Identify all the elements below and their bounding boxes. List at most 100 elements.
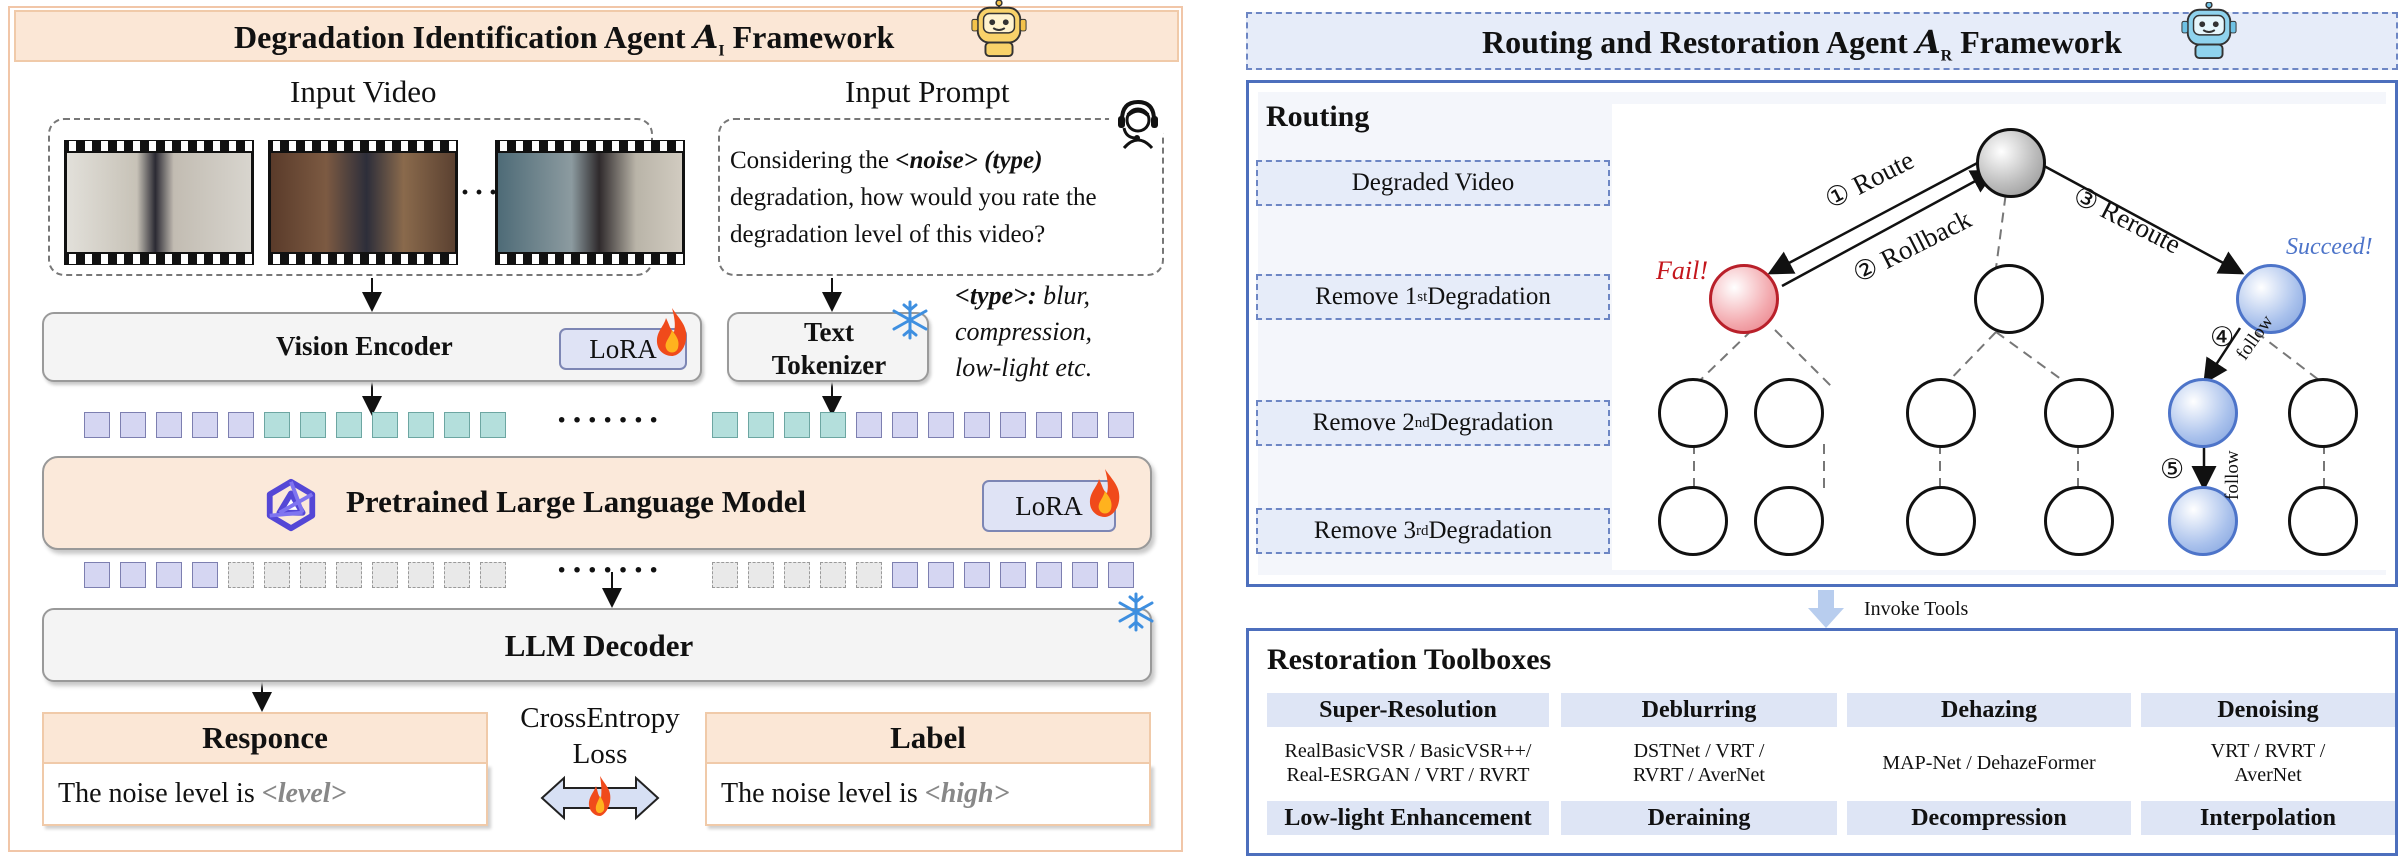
token-square <box>120 412 146 438</box>
prompt-text: Considering the <noise> (type) degradati… <box>730 142 1160 253</box>
category-name: Deblurring <box>1641 696 1757 723</box>
token-square <box>444 562 470 588</box>
token-square <box>156 412 182 438</box>
invoke-tools-label: Invoke Tools <box>1864 598 1969 620</box>
robot-icon <box>2181 2 2237 60</box>
snowflake-icon <box>892 300 928 340</box>
token-square <box>408 562 434 588</box>
input-video-box: ··· <box>48 118 685 276</box>
label-value: <high> <box>924 778 1010 809</box>
category-name: Low-light Enhancement <box>1284 804 1532 831</box>
stage-ordinal: rd <box>1416 522 1429 539</box>
token-square <box>964 412 990 438</box>
token-square <box>228 412 254 438</box>
token-square <box>1036 412 1062 438</box>
token-square <box>1108 562 1134 588</box>
succeed-label: Succeed! <box>2286 234 2373 260</box>
response-body: The noise level is <level> <box>42 764 488 826</box>
category-name: Deraining <box>1647 804 1751 831</box>
llm-decoder-label: LLM Decoder <box>504 628 694 663</box>
category-name: Dehazing <box>1941 696 2037 723</box>
token-ellipsis-1: ······· <box>556 402 664 439</box>
fail-label: Fail! <box>1656 256 1708 285</box>
snowflake-icon <box>1118 592 1154 632</box>
category-deraining: Deraining <box>1561 801 1837 835</box>
tools-deblurring: DSTNet / VRT /RVRT / AverNet <box>1561 739 1837 787</box>
token-square <box>856 562 882 588</box>
token-square <box>84 412 110 438</box>
token-square <box>300 412 326 438</box>
token-square <box>820 412 846 438</box>
input-prompt-box: Considering the <noise> (type) degradati… <box>718 118 1164 276</box>
stage-ordinal: st <box>1417 288 1428 305</box>
category-name: Decompression <box>1911 804 2067 831</box>
category-deblurring: Deblurring <box>1561 693 1837 727</box>
title-text-post: Framework <box>1952 24 2122 60</box>
token-square <box>156 562 182 588</box>
edge-label-follow-5-num: ⑤ <box>2160 454 2185 484</box>
tools-super-resolution: RealBasicVSR / BasicVSR++/Real-ESRGAN / … <box>1267 739 1549 787</box>
token-square <box>1072 412 1098 438</box>
tree-node <box>2044 378 2114 448</box>
label-title: Label <box>890 720 966 755</box>
tree-node-failed <box>1709 264 1779 334</box>
response-value: <level> <box>261 778 347 809</box>
tree-node <box>1906 378 1976 448</box>
tree-node <box>1754 486 1824 556</box>
token-square <box>964 562 990 588</box>
stage-degraded-video: Degraded Video <box>1256 160 1610 206</box>
loss-line-2: Loss <box>572 738 628 770</box>
llm-box: Pretrained Large Language Model LoRA <box>42 456 1152 550</box>
agent-subscript: I <box>718 42 725 60</box>
llm-decoder-box: LLM Decoder <box>42 608 1152 682</box>
title-text: Degradation Identification Agent <box>234 19 694 55</box>
agent-symbol: A <box>1915 23 1941 61</box>
tools-line: VRT / RVRT / <box>2210 740 2326 762</box>
tokenizer-line-2: Tokenizer <box>771 350 887 380</box>
tree-node <box>1658 378 1728 448</box>
identification-title: Degradation Identification Agent AI Fram… <box>234 18 894 60</box>
headset-user-icon <box>1109 91 1167 150</box>
token-square <box>372 412 398 438</box>
stage-ordinal: nd <box>1414 414 1430 431</box>
tree-node <box>2288 378 2358 448</box>
vision-encoder-label: Vision Encoder <box>276 331 453 361</box>
token-row-output <box>0 562 1200 592</box>
input-prompt-label: Input Prompt <box>845 74 1010 109</box>
stage-suffix: Degradation <box>1429 409 1554 436</box>
qwen-logo-icon <box>266 478 316 532</box>
token-square <box>748 412 774 438</box>
toolboxes-label: Restoration Toolboxes <box>1267 643 1552 676</box>
tools-denoising: VRT / RVRT /AverNet <box>2141 739 2395 787</box>
token-square <box>336 412 362 438</box>
token-square <box>480 412 506 438</box>
title-text: Routing and Restoration Agent <box>1482 24 1916 60</box>
token-square <box>372 562 398 588</box>
token-square <box>336 562 362 588</box>
token-ellipsis-2: ······· <box>556 552 664 589</box>
stage-label: Remove 3 <box>1313 517 1416 544</box>
routing-label: Routing <box>1266 100 1370 133</box>
video-frame-1 <box>64 140 254 265</box>
token-square <box>120 562 146 588</box>
category-name: Interpolation <box>2199 804 2336 831</box>
tools-line: RVRT / AverNet <box>1632 764 1765 786</box>
tools-line: Real-ESRGAN / VRT / RVRT <box>1286 764 1530 786</box>
robot-icon <box>971 0 1027 58</box>
tree-node <box>1974 264 2044 334</box>
prompt-part-2: degradation, how would you rate the degr… <box>730 184 1097 248</box>
tree-node <box>1906 486 1976 556</box>
response-header: Responce <box>42 712 488 764</box>
token-square <box>264 412 290 438</box>
video-ellipsis: ··· <box>460 176 503 209</box>
token-square <box>928 412 954 438</box>
edge-label-follow-5: follow <box>2222 450 2243 500</box>
vision-encoder-box: Vision Encoder LoRA <box>42 312 702 382</box>
token-square <box>1000 562 1026 588</box>
stage-label: Degraded Video <box>1351 169 1515 196</box>
